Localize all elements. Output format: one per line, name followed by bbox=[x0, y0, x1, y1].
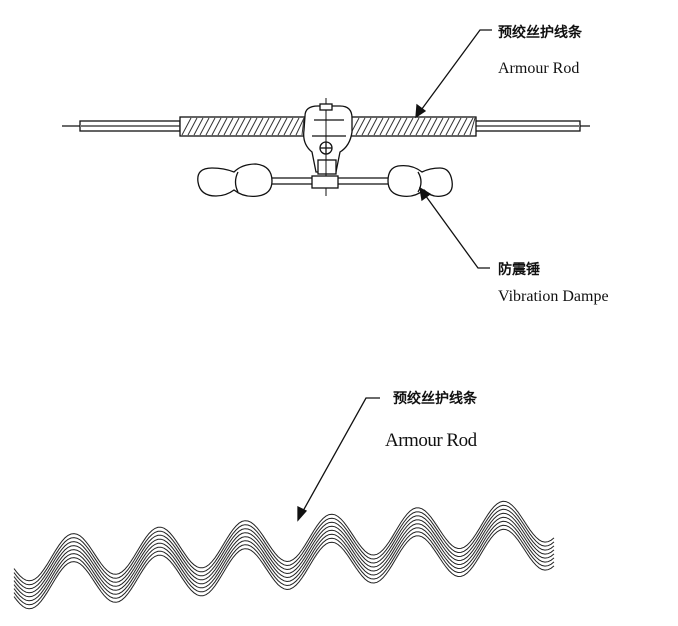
armour-strand bbox=[397, 117, 408, 136]
helix-strand bbox=[13, 508, 555, 590]
helix-strand bbox=[13, 504, 555, 586]
armour-strand bbox=[445, 117, 456, 136]
helix-strand bbox=[13, 528, 555, 610]
armour-strand bbox=[391, 117, 402, 136]
armour-strand bbox=[235, 117, 246, 136]
armour-strand bbox=[223, 117, 234, 136]
armour-strand bbox=[409, 117, 420, 136]
label-damper-en: Vibration Dampe bbox=[498, 288, 609, 305]
label-armour-rod-cn-top: 预绞丝护线条 bbox=[498, 25, 582, 41]
leader-lines-top bbox=[415, 29, 492, 269]
armour-strand bbox=[421, 117, 432, 136]
helix-strand bbox=[13, 516, 555, 598]
armour-strand bbox=[451, 117, 462, 136]
armour-strand bbox=[373, 117, 384, 136]
armour-strand bbox=[229, 117, 240, 136]
armour-strand bbox=[283, 117, 294, 136]
armour-strand bbox=[469, 117, 476, 136]
armour-strand bbox=[259, 117, 270, 136]
armour-strand bbox=[265, 117, 276, 136]
armour-strand bbox=[403, 117, 414, 136]
suspension-clamp bbox=[303, 105, 353, 173]
armour-strand bbox=[217, 117, 228, 136]
armour-rod-assembly bbox=[62, 98, 590, 198]
armour-strand bbox=[253, 117, 264, 136]
armour-strand bbox=[277, 117, 288, 136]
arrow-armour-bottom bbox=[297, 505, 308, 522]
label-damper-cn: 防震锤 bbox=[498, 262, 540, 278]
damper-weight-right bbox=[387, 164, 453, 198]
armour-strand bbox=[199, 117, 210, 136]
armour-strand bbox=[379, 117, 390, 136]
armour-strand bbox=[181, 117, 192, 136]
arrow-damper bbox=[419, 186, 432, 202]
helix-strand bbox=[13, 512, 555, 594]
preformed-helix bbox=[13, 500, 555, 610]
armour-strand bbox=[271, 117, 282, 136]
armour-strand bbox=[241, 117, 252, 136]
armour-strand bbox=[457, 117, 468, 136]
helix-strand bbox=[13, 520, 555, 602]
armour-strand bbox=[295, 117, 305, 136]
armour-strand bbox=[463, 117, 474, 136]
leader-lines-bottom bbox=[297, 397, 380, 522]
armour-strand bbox=[385, 117, 396, 136]
armour-strand bbox=[301, 117, 305, 136]
armour-strand bbox=[427, 117, 438, 136]
armour-strand bbox=[289, 117, 300, 136]
armour-strand bbox=[439, 117, 450, 136]
armour-strand bbox=[187, 117, 198, 136]
armour-strand bbox=[415, 117, 426, 136]
armour-strand bbox=[433, 117, 444, 136]
armour-strand bbox=[361, 117, 372, 136]
armour-strand bbox=[205, 117, 216, 136]
armour-strand bbox=[211, 117, 222, 136]
label-armour-rod-en-bottom: Armour Rod bbox=[385, 430, 477, 451]
damper-weight-left bbox=[197, 163, 273, 198]
label-armour-rod-en-top: Armour Rod bbox=[498, 60, 580, 77]
armour-strand bbox=[367, 117, 378, 136]
arrow-armour-top bbox=[415, 103, 427, 119]
helix-strand bbox=[13, 500, 555, 582]
label-armour-rod-cn-bottom: 预绞丝护线条 bbox=[393, 391, 477, 407]
armour-strand bbox=[193, 117, 204, 136]
armour-strand bbox=[247, 117, 258, 136]
helix-strand bbox=[13, 524, 555, 606]
armour-strand bbox=[355, 117, 366, 136]
